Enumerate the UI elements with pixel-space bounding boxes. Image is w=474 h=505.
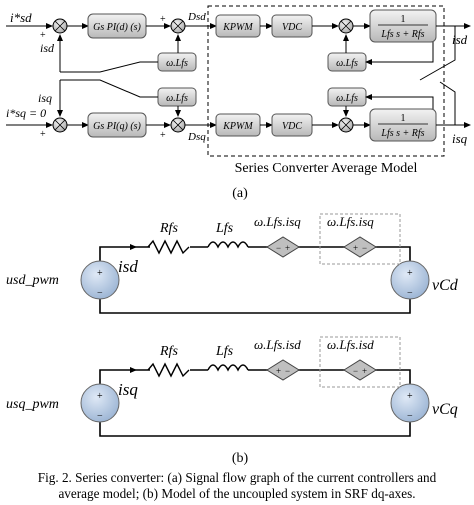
- minus-sign: −: [276, 243, 281, 253]
- dep-q1-label: ω.Lfs.isd: [254, 337, 301, 352]
- plus-sign: +: [160, 14, 166, 25]
- src-right-d-label: vCd: [432, 277, 459, 294]
- resistor-q: [147, 362, 190, 378]
- minus-sign: −: [407, 411, 413, 422]
- plus-sign: +: [276, 366, 281, 376]
- minus-sign: −: [362, 243, 367, 253]
- src-left-d-label: usd_pwm: [6, 273, 59, 288]
- plus-sign: +: [285, 243, 290, 253]
- input-q-label: i*sq = 0: [6, 106, 46, 120]
- dep-source-q1: [266, 359, 300, 381]
- plus-sign: +: [353, 243, 358, 253]
- dep-source-q2: [343, 359, 377, 381]
- vdc-q-label: VDC: [282, 121, 302, 132]
- minus-sign: −: [97, 411, 103, 422]
- minus-sign: −: [353, 366, 358, 376]
- tf-q-den: Lfs s + Rfs: [380, 128, 424, 139]
- inductor-d: [207, 241, 249, 249]
- feedback-q-label: isq: [38, 91, 52, 105]
- plus-sign: +: [40, 30, 46, 41]
- circuit-d: + − + − usd_pwm vCd isd Rfs Lfs − + ω.Lf…: [6, 213, 459, 314]
- voltage-source-left-d: [80, 260, 120, 300]
- subfigure-a-label: (a): [232, 186, 248, 201]
- r-d-label: Rfs: [159, 221, 178, 236]
- dep-d1-label: ω.Lfs.isq: [254, 214, 301, 229]
- figure-caption-line-2: average model; (b) Model of the uncouple…: [58, 486, 416, 501]
- dep-source-d1: [266, 236, 300, 258]
- tf-d-num: 1: [401, 14, 406, 25]
- signal-flow-graph: Series Converter Average Model i*sd i*sq…: [6, 5, 471, 176]
- minus-sign: −: [97, 288, 103, 299]
- src-left-q-label: usq_pwm: [6, 397, 59, 412]
- resistor-d: [147, 239, 190, 255]
- figure-caption-line-1: Fig. 2. Series converter: (a) Signal flo…: [37, 470, 437, 485]
- tf-q-num: 1: [401, 113, 406, 124]
- average-model-box: [207, 5, 445, 157]
- src-right-q-label: vCq: [432, 401, 458, 418]
- r-q-label: Rfs: [159, 344, 178, 359]
- voltage-source-right-d: [390, 260, 430, 300]
- circuit-q: + − + − usq_pwm vCq isq Rfs Lfs + − ω.Lf…: [6, 336, 458, 437]
- dist-d-label: Dsd: [187, 11, 206, 23]
- avg-coupling-label-2: ω.Lfs: [336, 93, 358, 104]
- average-model-title: Series Converter Average Model: [235, 161, 418, 176]
- current-q-label: isq: [118, 380, 138, 399]
- plus-sign: +: [362, 366, 367, 376]
- kpwm-d-label: KPWM: [222, 22, 253, 33]
- current-d-label: isd: [118, 257, 138, 276]
- dep-source-d2: [343, 236, 377, 258]
- out-d-label: isd: [452, 32, 468, 47]
- input-d-label: i*sd: [10, 10, 32, 25]
- pi-q-label: Gs PI(q) (s): [93, 121, 141, 132]
- out-q-label: isq: [452, 131, 468, 146]
- l-d-label: Lfs: [215, 221, 234, 236]
- plus-sign: +: [40, 129, 46, 140]
- minus-sign: −: [407, 288, 413, 299]
- subfigure-b-label: (b): [232, 451, 249, 466]
- coupling-label-2: ω.Lfs: [166, 93, 188, 104]
- vdc-d-label: VDC: [282, 22, 302, 33]
- tf-d-den: Lfs s + Rfs: [380, 29, 424, 40]
- minus-sign: −: [285, 366, 290, 376]
- plus-sign: +: [407, 268, 413, 279]
- voltage-source-right-q: [390, 383, 430, 423]
- coupling-label-1: ω.Lfs: [166, 58, 188, 69]
- plus-sign: +: [407, 391, 413, 402]
- plus-sign: +: [97, 391, 103, 402]
- voltage-source-left-q: [80, 383, 120, 423]
- dep-d2-label: ω.Lfs.isq: [327, 214, 374, 229]
- pi-d-label: Gs PI(d) (s): [93, 22, 141, 33]
- plus-sign: +: [160, 130, 166, 141]
- plus-sign: +: [97, 268, 103, 279]
- kpwm-q-label: KPWM: [222, 121, 253, 132]
- avg-coupling-label-1: ω.Lfs: [336, 58, 358, 69]
- feedback-d-label: isd: [40, 41, 55, 55]
- inductor-q: [207, 364, 249, 372]
- dep-q2-label: ω.Lfs.isd: [327, 337, 374, 352]
- l-q-label: Lfs: [215, 344, 234, 359]
- dist-q-label: Dsq: [187, 131, 206, 143]
